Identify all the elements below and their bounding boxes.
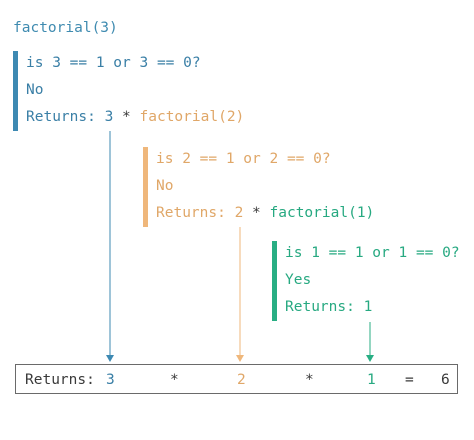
result-equals: = — [405, 372, 414, 388]
result-value-1: 1 — [367, 372, 376, 388]
frame-3-returns-label: Returns: — [26, 109, 96, 125]
frame-1-question: is 1 == 1 or 1 == 0? — [285, 245, 460, 261]
frame-3-question: is 3 == 1 or 3 == 0? — [26, 55, 201, 71]
frame-3-answer: No — [26, 82, 44, 98]
frame-2-question: is 2 == 1 or 2 == 0? — [156, 151, 331, 167]
call-frame-1: is 1 == 1 or 1 == 0? Yes Returns: 1 — [272, 241, 472, 321]
result-box: Returns: 3 * 2 * 1 = 6 — [15, 364, 458, 394]
result-value-3: 3 — [106, 372, 115, 388]
call-frame-3: is 3 == 1 or 3 == 0? No Returns: 3 * fac… — [13, 51, 263, 131]
frame-2-returns-value: 2 — [234, 205, 244, 221]
frame-3-color-bar — [13, 51, 18, 131]
result-total: 6 — [441, 372, 450, 388]
frame-1-color-bar — [272, 241, 277, 321]
result-label: Returns: — [25, 372, 95, 388]
frame-3-times: * — [122, 109, 131, 125]
frame-2-recursive-call: factorial(1) — [269, 205, 375, 221]
diagram-title: factorial(3) — [13, 20, 118, 36]
frame-2-returns-label: Returns: — [156, 205, 226, 221]
call-frame-2: is 2 == 1 or 2 == 0? No Returns: 2 * fac… — [143, 147, 393, 227]
frame-1-returns-value: 1 — [363, 299, 373, 315]
frame-2-returns: Returns: 2 * factorial(1) — [156, 205, 374, 221]
frame-1-returns: Returns: 1 — [285, 299, 372, 315]
arrow-frame-1 — [366, 322, 374, 362]
frame-1-answer: Yes — [285, 272, 312, 288]
frame-2-answer: No — [156, 178, 174, 194]
arrow-frame-3 — [106, 131, 114, 362]
frame-3-returns: Returns: 3 * factorial(2) — [26, 109, 244, 125]
arrow-frame-2 — [236, 227, 244, 362]
result-times-1: * — [170, 372, 179, 388]
frame-2-color-bar — [143, 147, 148, 227]
frame-3-recursive-call: factorial(2) — [139, 109, 245, 125]
frame-3-returns-value: 3 — [104, 109, 114, 125]
frame-2-times: * — [252, 205, 261, 221]
result-times-2: * — [305, 372, 314, 388]
frame-1-returns-label: Returns: — [285, 299, 355, 315]
result-value-2: 2 — [237, 372, 246, 388]
